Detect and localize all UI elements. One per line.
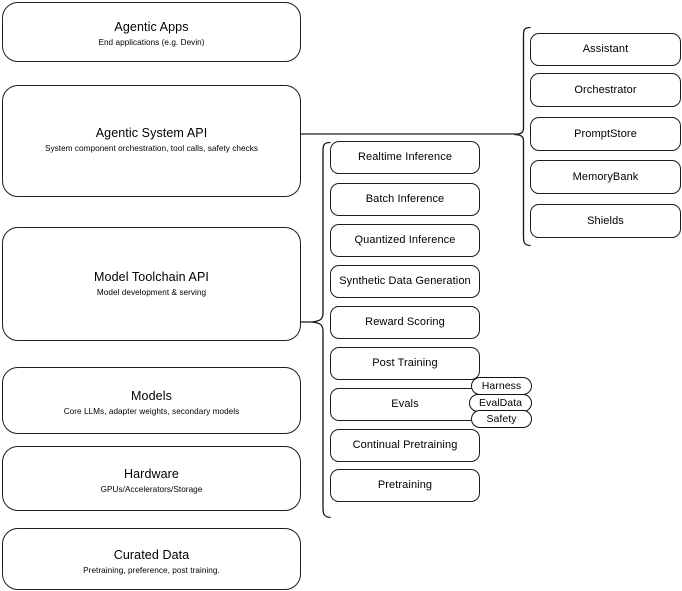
badge-label: EvalData bbox=[478, 397, 522, 409]
layer-hardware[interactable]: Hardware GPUs/Accelerators/Storage bbox=[2, 446, 301, 511]
chip-label: Batch Inference bbox=[365, 193, 445, 205]
connector-system-api-to-components bbox=[301, 126, 516, 142]
brace-toolchain-components bbox=[311, 141, 331, 519]
badge-label: Harness bbox=[481, 380, 522, 392]
badge-label: Safety bbox=[486, 413, 517, 425]
chip-label: Synthetic Data Generation bbox=[339, 275, 471, 287]
chip-evals[interactable]: Evals bbox=[330, 388, 480, 421]
layer-title: Model Toolchain API bbox=[94, 270, 209, 284]
chip-label: Evals bbox=[391, 398, 419, 410]
chip-promptstore[interactable]: PromptStore bbox=[530, 117, 681, 151]
brace-system-components bbox=[513, 26, 531, 248]
chip-shields[interactable]: Shields bbox=[530, 204, 681, 238]
layer-subtitle: GPUs/Accelerators/Storage bbox=[100, 485, 203, 494]
layer-subtitle: End applications (e.g. Devin) bbox=[98, 38, 205, 47]
layer-title: Agentic Apps bbox=[114, 20, 189, 34]
chip-memorybank[interactable]: MemoryBank bbox=[530, 160, 681, 194]
layer-subtitle: System component orchestration, tool cal… bbox=[44, 144, 259, 153]
layer-title: Agentic System API bbox=[95, 126, 208, 140]
chip-synthetic-data-generation[interactable]: Synthetic Data Generation bbox=[330, 265, 480, 298]
layer-title: Models bbox=[131, 389, 172, 403]
chip-label: Quantized Inference bbox=[354, 234, 456, 246]
layer-subtitle: Core LLMs, adapter weights, secondary mo… bbox=[63, 407, 240, 416]
chip-label: PromptStore bbox=[574, 127, 637, 140]
chip-realtime-inference[interactable]: Realtime Inference bbox=[330, 141, 480, 174]
layer-title: Curated Data bbox=[113, 548, 190, 562]
chip-pretraining[interactable]: Pretraining bbox=[330, 469, 480, 502]
chip-reward-scoring[interactable]: Reward Scoring bbox=[330, 306, 480, 339]
chip-label: Post Training bbox=[372, 357, 438, 369]
chip-label: Realtime Inference bbox=[357, 151, 453, 163]
chip-label: Reward Scoring bbox=[365, 316, 445, 328]
layer-models[interactable]: Models Core LLMs, adapter weights, secon… bbox=[2, 367, 301, 434]
layer-subtitle: Model development & serving bbox=[96, 288, 207, 297]
chip-batch-inference[interactable]: Batch Inference bbox=[330, 183, 480, 216]
chip-orchestrator[interactable]: Orchestrator bbox=[530, 73, 681, 107]
chip-label: Assistant bbox=[582, 43, 629, 55]
chip-label: Continual Pretraining bbox=[352, 439, 458, 451]
chip-quantized-inference[interactable]: Quantized Inference bbox=[330, 224, 480, 257]
chip-continual-pretraining[interactable]: Continual Pretraining bbox=[330, 429, 480, 462]
chip-assistant[interactable]: Assistant bbox=[530, 33, 681, 66]
layer-title: Hardware bbox=[124, 467, 179, 481]
chip-post-training[interactable]: Post Training bbox=[330, 347, 480, 380]
layer-subtitle: Pretraining, preference, post training. bbox=[83, 566, 220, 575]
layer-model-toolchain-api[interactable]: Model Toolchain API Model development & … bbox=[2, 227, 301, 341]
connector-toolchain-to-components bbox=[301, 315, 314, 329]
layer-agentic-system-api[interactable]: Agentic System API System component orch… bbox=[2, 85, 301, 197]
badge-safety[interactable]: Safety bbox=[471, 410, 532, 428]
layer-agentic-apps[interactable]: Agentic Apps End applications (e.g. Devi… bbox=[2, 2, 301, 62]
layer-curated-data[interactable]: Curated Data Pretraining, preference, po… bbox=[2, 528, 301, 590]
chip-label: MemoryBank bbox=[572, 170, 639, 183]
chip-label: Shields bbox=[587, 214, 624, 227]
chip-label: Orchestrator bbox=[574, 83, 637, 96]
badge-harness[interactable]: Harness bbox=[471, 377, 532, 395]
chip-label: Pretraining bbox=[377, 479, 433, 491]
